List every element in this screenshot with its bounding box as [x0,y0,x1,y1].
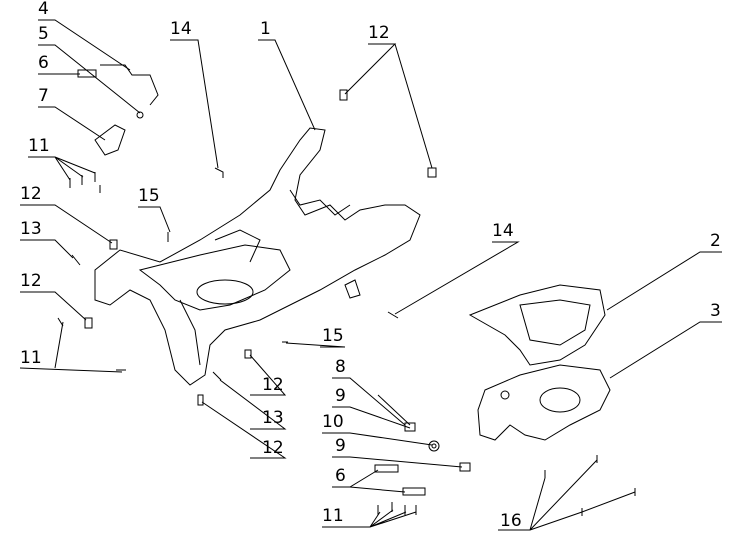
callout-1: 1 [260,19,271,39]
callout-14: 14 [170,19,192,39]
callout-12: 12 [20,184,42,204]
callout-15: 15 [138,186,160,206]
callout-7: 7 [38,86,49,106]
callout-13: 13 [262,408,284,428]
callout-12: 12 [20,271,42,291]
callout-14: 14 [492,221,514,241]
callout-16: 16 [500,511,522,531]
callout-10: 10 [322,412,344,432]
small-parts [57,64,636,516]
callout-15: 15 [322,326,344,346]
callout-3: 3 [710,301,721,321]
main-frame-part [94,127,421,386]
callout-9: 9 [335,386,346,406]
callout-12: 12 [262,375,284,395]
callout-12: 12 [262,438,284,458]
callout-8: 8 [335,357,346,377]
callout-6: 6 [335,466,346,486]
callout-11: 11 [28,136,50,156]
callout-2: 2 [710,231,721,251]
callout-11: 11 [322,506,344,526]
callout-11: 11 [20,348,42,368]
callout-5: 5 [38,24,49,44]
storage-tray-part [477,364,611,441]
callout-6: 6 [38,53,49,73]
callout-12: 12 [368,23,390,43]
seat-cover-part [468,284,606,366]
callout-9: 9 [335,436,346,456]
callout-4: 4 [38,0,49,19]
leader-lines [19,19,722,531]
callout-13: 13 [20,219,42,239]
